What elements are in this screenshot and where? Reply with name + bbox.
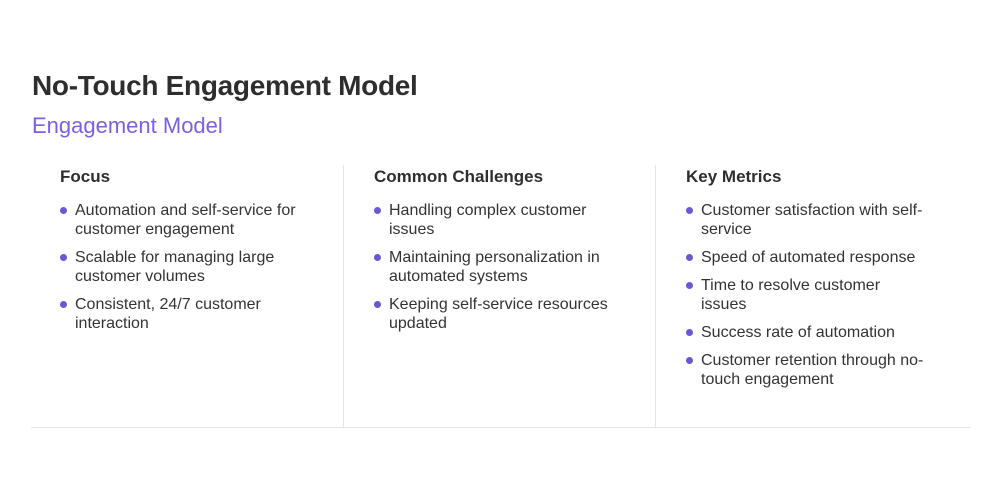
- bullet-icon: [374, 207, 381, 214]
- list-item-text: Customer satisfaction with self-service: [701, 202, 923, 238]
- column-heading: Focus: [60, 167, 111, 186]
- list-item: Consistent, 24/7 customer interaction: [60, 295, 315, 333]
- focus-list: Automation and self-service for customer…: [60, 201, 343, 333]
- list-item-text: Maintaining personalization in automated…: [389, 249, 600, 285]
- list-item-text: Scalable for managing large customer vol…: [75, 249, 275, 285]
- bullet-icon: [686, 329, 693, 336]
- bullet-icon: [686, 282, 693, 289]
- list-item-text: Keeping self-service resources updated: [389, 296, 608, 332]
- metrics-list: Customer satisfaction with self-service …: [686, 201, 971, 389]
- list-item: Customer satisfaction with self-service: [686, 201, 926, 239]
- list-item-text: Speed of automated response: [701, 249, 916, 266]
- column-heading: Key Metrics: [686, 167, 782, 186]
- list-item-text: Time to resolve customer issues: [701, 277, 881, 313]
- challenges-list: Handling complex customer issues Maintai…: [374, 201, 655, 333]
- list-item: Maintaining personalization in automated…: [374, 248, 634, 286]
- list-item: Automation and self-service for customer…: [60, 201, 315, 239]
- list-item: Success rate of automation: [686, 323, 926, 342]
- bullet-icon: [374, 254, 381, 261]
- bullet-icon: [686, 357, 693, 364]
- list-item-text: Customer retention through no-touch enga…: [701, 352, 924, 388]
- column-focus: Focus Automation and self-service for cu…: [31, 165, 344, 427]
- column-common-challenges: Common Challenges Handling complex custo…: [344, 165, 656, 427]
- page-title: No-Touch Engagement Model: [32, 70, 418, 101]
- bullet-icon: [60, 301, 67, 308]
- list-item: Time to resolve customer issues: [686, 276, 926, 314]
- column-key-metrics: Key Metrics Customer satisfaction with s…: [656, 165, 971, 427]
- list-item-text: Automation and self-service for customer…: [75, 202, 296, 238]
- list-item-text: Consistent, 24/7 customer interaction: [75, 296, 261, 332]
- bullet-icon: [686, 207, 693, 214]
- list-item-text: Success rate of automation: [701, 324, 895, 341]
- list-item: Customer retention through no-touch enga…: [686, 351, 926, 389]
- bullet-icon: [374, 301, 381, 308]
- column-heading: Common Challenges: [374, 167, 544, 186]
- list-item: Handling complex customer issues: [374, 201, 634, 239]
- list-item: Keeping self-service resources updated: [374, 295, 634, 333]
- bullet-icon: [60, 254, 67, 261]
- list-item: Scalable for managing large customer vol…: [60, 248, 315, 286]
- bullet-icon: [686, 254, 693, 261]
- page-subtitle: Engagement Model: [32, 113, 223, 138]
- list-item: Speed of automated response: [686, 248, 926, 267]
- columns-table: Focus Automation and self-service for cu…: [31, 165, 971, 428]
- list-item-text: Handling complex customer issues: [389, 202, 587, 238]
- bullet-icon: [60, 207, 67, 214]
